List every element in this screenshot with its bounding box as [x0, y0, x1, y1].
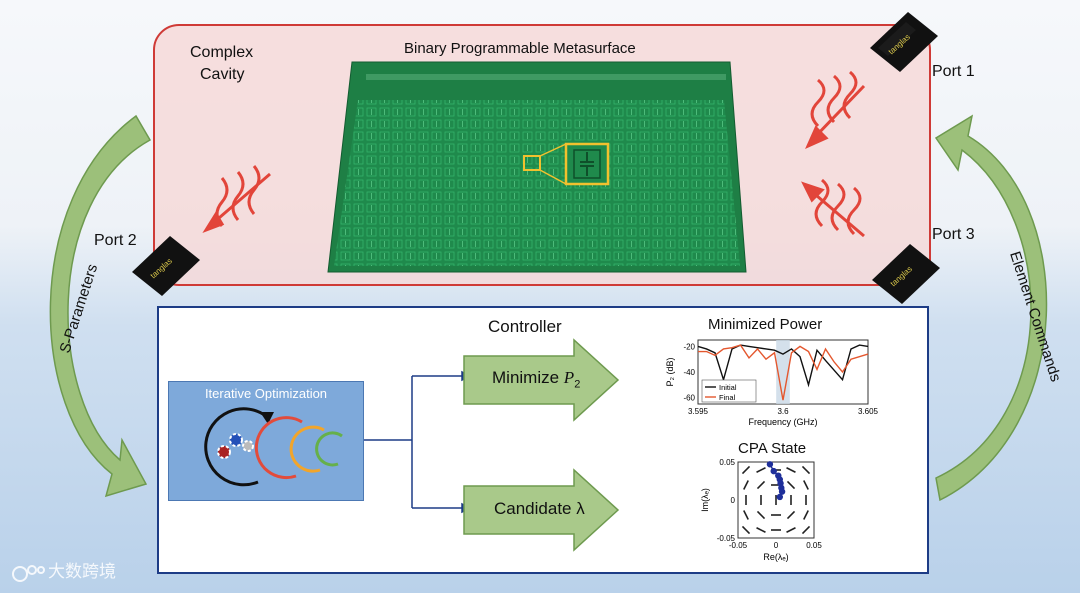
wave-arrow-top-right — [805, 70, 866, 149]
cpa-field-mark — [756, 480, 766, 490]
cpa-point — [776, 493, 783, 501]
minimize-variable: P — [563, 368, 575, 387]
cpa-field-mark — [803, 510, 809, 520]
cpa-point — [766, 461, 774, 468]
element-commands-arrow — [934, 114, 1048, 502]
cavity-title-line2: Cavity — [200, 66, 245, 83]
cpa-field-mark — [756, 467, 766, 473]
cpa-ytick: 0 — [731, 496, 736, 505]
cpa-field-mark — [803, 480, 809, 490]
iterative-optimization-box — [168, 381, 364, 501]
cpa-chart-title: CPA State — [738, 440, 807, 457]
cpa-field-mark — [786, 467, 796, 473]
cpa-field-mark — [756, 527, 766, 533]
wave-arrow-left — [202, 165, 271, 233]
metasurface-zoom-inset — [523, 142, 610, 186]
port2-label: Port 2 — [94, 232, 137, 249]
cpa-field-mark — [801, 525, 811, 535]
port2-antenna-icon: tanglas — [132, 236, 200, 296]
power-ytick: -60 — [683, 394, 695, 403]
candidate-label: Candidate λ — [494, 499, 585, 518]
cpa-field-mark — [801, 465, 811, 475]
watermark: 大数跨境 — [48, 562, 116, 581]
watermark-logo-icon — [12, 565, 45, 582]
power-xtick: 3.6 — [777, 407, 789, 416]
metasurface-board — [327, 61, 747, 273]
cpa-field-mark — [743, 480, 749, 490]
power-series-initial — [697, 344, 869, 388]
minimize-arrow — [463, 338, 620, 422]
port3-label: Port 3 — [932, 226, 975, 243]
cpa-field-mark — [756, 510, 766, 520]
power-series-final — [698, 344, 869, 401]
wave-arrow-bottom-right — [801, 178, 865, 238]
controller-title: Controller — [488, 317, 562, 336]
cpa-field-mark — [786, 527, 796, 533]
power-chart-title: Minimized Power — [708, 316, 823, 333]
cpa-xtick: 0.05 — [806, 541, 822, 550]
cpa-ytick: 0.05 — [719, 458, 735, 467]
power-legend-label: Final — [719, 393, 736, 402]
power-ytick: -40 — [683, 368, 695, 377]
port3-antenna-icon: tanglas — [872, 244, 940, 304]
cpa-ylabel: Im(λₑ) — [700, 488, 710, 512]
port1-antenna-icon: tanglas — [870, 12, 938, 72]
cpa-chart: 0.05 0 -0.05 -0.05 0 0.05 Im(λₑ) Re(λₑ) — [700, 458, 822, 562]
optimization-cycle-icon — [204, 407, 343, 487]
cavity-title-line1: Complex — [190, 44, 254, 61]
candidate-arrow — [463, 468, 620, 552]
cpa-field-mark — [743, 510, 749, 520]
power-legend-label: Initial — [719, 383, 737, 392]
power-highlight-band — [776, 340, 790, 404]
minimize-text: Minimize — [492, 368, 564, 387]
power-xlabel: Frequency (GHz) — [748, 417, 817, 427]
cpa-xtick: -0.05 — [729, 541, 748, 550]
power-ytick: -20 — [683, 342, 695, 351]
cpa-xlabel: Re(λₑ) — [763, 552, 788, 562]
minimize-subscript: 2 — [574, 378, 581, 391]
cpa-ytick: -0.05 — [717, 534, 736, 543]
cpa-point — [778, 488, 786, 495]
power-xtick: 3.595 — [688, 407, 709, 416]
power-ylabel: P₂ (dB) — [665, 357, 675, 386]
cpa-field-mark — [741, 465, 751, 475]
iterative-optimization-label: Iterative Optimization — [204, 386, 328, 401]
minimize-label: Minimize P2 — [492, 368, 580, 390]
metasurface-title: Binary Programmable Metasurface — [404, 40, 636, 57]
cpa-point — [770, 467, 777, 475]
cpa-field-mark — [741, 525, 751, 535]
port1-label: Port 1 — [932, 63, 975, 80]
cpa-field-mark — [786, 510, 796, 520]
cpa-xtick: 0 — [774, 541, 779, 550]
power-xtick: 3.605 — [858, 407, 879, 416]
cpa-field-mark — [786, 480, 796, 490]
s-parameters-arrow — [49, 114, 152, 498]
